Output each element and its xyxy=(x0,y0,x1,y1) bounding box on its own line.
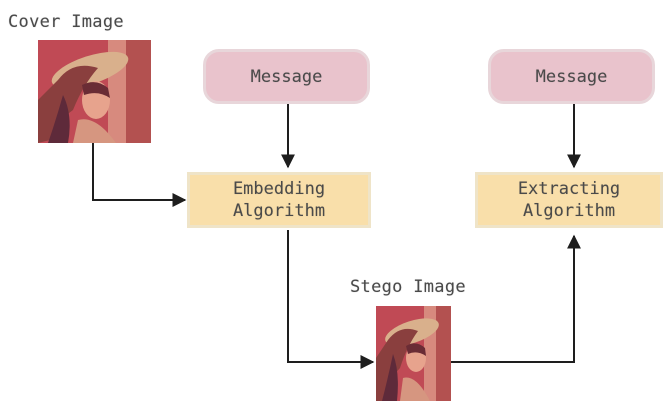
embedding-algorithm-box: Embedding Algorithm xyxy=(187,172,371,228)
portrait-image xyxy=(376,306,451,401)
stego-image-label: Stego Image xyxy=(350,277,466,297)
extracting-line1: Extracting xyxy=(517,179,621,199)
cover-image-label: Cover Image xyxy=(8,12,124,32)
extracting-line2: Algorithm xyxy=(522,201,616,221)
stego-image-thumbnail xyxy=(376,306,451,401)
arrow-stego-to-extracting xyxy=(450,234,581,363)
cover-image-thumbnail xyxy=(38,40,151,143)
arrow-cover-to-embedding xyxy=(92,143,187,207)
message-box-embed: Message xyxy=(203,49,370,104)
portrait-image xyxy=(38,40,151,143)
message-box-extract: Message xyxy=(488,49,655,104)
embedding-line1: Embedding xyxy=(232,179,326,199)
extracting-algorithm-box: Extracting Algorithm xyxy=(475,172,663,228)
embedding-line2: Algorithm xyxy=(232,201,326,221)
arrow-embedding-to-stego xyxy=(287,230,375,369)
